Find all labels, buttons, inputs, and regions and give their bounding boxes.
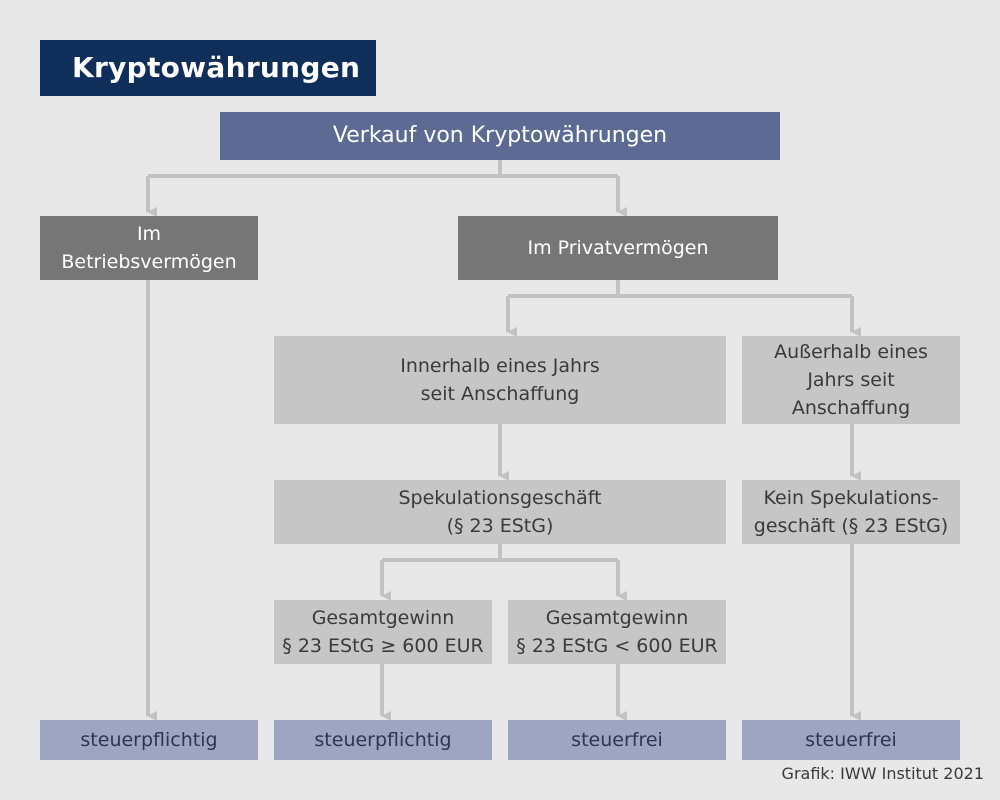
result-text: steuerpflichtig [314,729,452,751]
result-steuerfrei-ausserhalb: steuerfrei [742,720,960,760]
node-gesamtgewinn-niedrig: Gesamtgewinn § 23 EStG < 600 EUR [508,600,726,664]
node-kein-spekulation-line-2: geschäft (§ 23 EStG) [753,515,949,537]
node-ausserhalb-line-3: Anschaffung [791,397,911,419]
node-verkauf: Verkauf von Kryptowährungen [220,112,780,160]
node-betriebsvermoegen-line-2: Betriebsvermögen [61,251,237,273]
result-text: steuerfrei [571,729,663,751]
node-spekulation-line-2: (§ 23 EStG) [446,515,554,537]
node-betriebsvermoegen: Im Betriebsvermögen [40,216,258,280]
node-kein-spekulationsgeschaeft: Kein Spekulations- geschäft (§ 23 EStG) [742,480,960,544]
node-kein-spekulation-line-1: Kein Spekulations- [763,487,939,509]
node-gewinn-niedrig-line-1: Gesamtgewinn [545,607,689,629]
page-title: Kryptowährungen [40,40,376,96]
node-spekulationsgeschaeft: Spekulationsgeschäft (§ 23 EStG) [274,480,726,544]
node-gesamtgewinn-hoch: Gesamtgewinn § 23 EStG ≥ 600 EUR [274,600,492,664]
node-privatvermoegen-text: Im Privatvermögen [527,237,709,259]
node-gewinn-hoch-line-2: § 23 EStG ≥ 600 EUR [282,635,484,657]
node-innerhalb-jahr: Innerhalb eines Jahrs seit Anschaffung [274,336,726,424]
node-innerhalb-line-2: seit Anschaffung [420,383,580,405]
node-ausserhalb-line-2: Jahrs seit [807,369,895,391]
result-steuerfrei-unter-600: steuerfrei [508,720,726,760]
connector-spekulation-split [382,544,618,562]
node-spekulation-line-1: Spekulationsgeschäft [398,487,602,509]
node-gewinn-niedrig-line-2: § 23 EStG < 600 EUR [516,635,718,657]
node-innerhalb-line-1: Innerhalb eines Jahrs [400,355,600,377]
page-title-text: Kryptowährungen [72,51,361,84]
node-ausserhalb-line-1: Außerhalb eines [774,341,928,363]
credit-line: Grafik: IWW Institut 2021 [781,764,984,783]
connector-privat-split [508,280,852,298]
node-ausserhalb-jahr: Außerhalb eines Jahrs seit Anschaffung [742,336,960,424]
result-steuerpflichtig-betrieb: steuerpflichtig [40,720,258,760]
result-steuerpflichtig-privat: steuerpflichtig [274,720,492,760]
connector-root-split [148,160,618,178]
result-text: steuerfrei [805,729,897,751]
node-gewinn-hoch-line-1: Gesamtgewinn [311,607,455,629]
node-verkauf-text: Verkauf von Kryptowährungen [332,123,668,148]
result-text: steuerpflichtig [80,729,218,751]
node-privatvermoegen: Im Privatvermögen [458,216,778,280]
node-betriebsvermoegen-line-1: Im [136,223,162,245]
